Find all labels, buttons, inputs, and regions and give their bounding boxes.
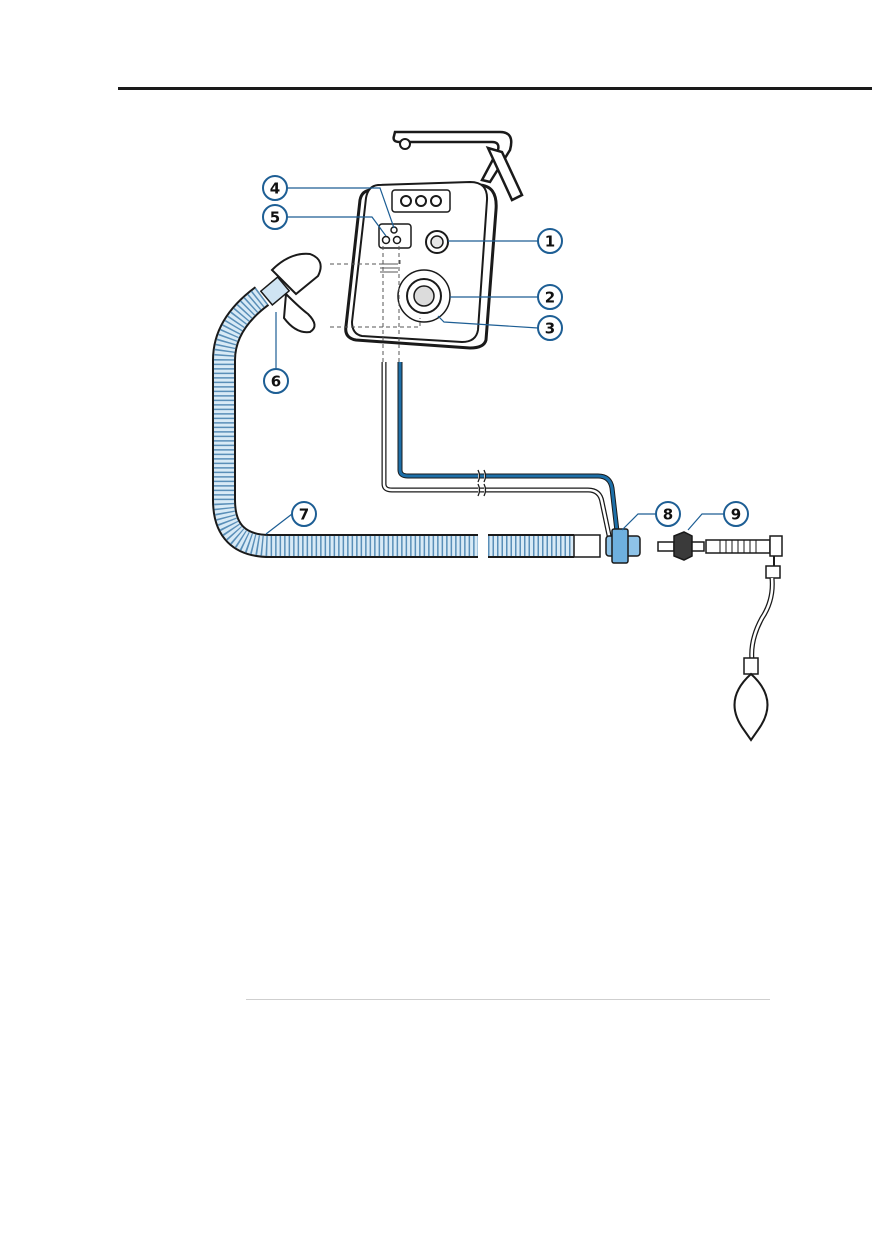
ventilator-device	[344, 130, 524, 350]
callout-7: 7	[291, 501, 317, 527]
guide-lines	[330, 246, 421, 362]
flow-sensor	[605, 528, 641, 564]
callout-label-9: 9	[731, 506, 741, 524]
callout-6: 6	[263, 368, 289, 394]
callout-label-7: 7	[299, 506, 309, 524]
callout-label-2: 2	[545, 289, 555, 307]
callout-label-3: 3	[545, 320, 555, 338]
callout-label-1: 1	[545, 233, 555, 251]
callout-2: 2	[537, 284, 563, 310]
header-rule	[118, 87, 872, 90]
callout-label-5: 5	[270, 209, 280, 227]
callout-5: 5	[262, 204, 288, 230]
filter-and-bag	[657, 531, 783, 742]
sensor-lines	[381, 362, 621, 541]
callout-label-8: 8	[663, 506, 673, 524]
y-piece-elbow	[259, 252, 322, 334]
callout-3: 3	[537, 315, 563, 341]
callout-1: 1	[537, 228, 563, 254]
footer-rule	[246, 999, 770, 1000]
leader-lines	[265, 187, 724, 535]
callout-4: 4	[262, 175, 288, 201]
callout-label-6: 6	[271, 373, 281, 391]
breathing-tube	[212, 286, 601, 558]
callout-label-4: 4	[270, 180, 280, 198]
callout-9: 9	[723, 501, 749, 527]
callout-8: 8	[655, 501, 681, 527]
